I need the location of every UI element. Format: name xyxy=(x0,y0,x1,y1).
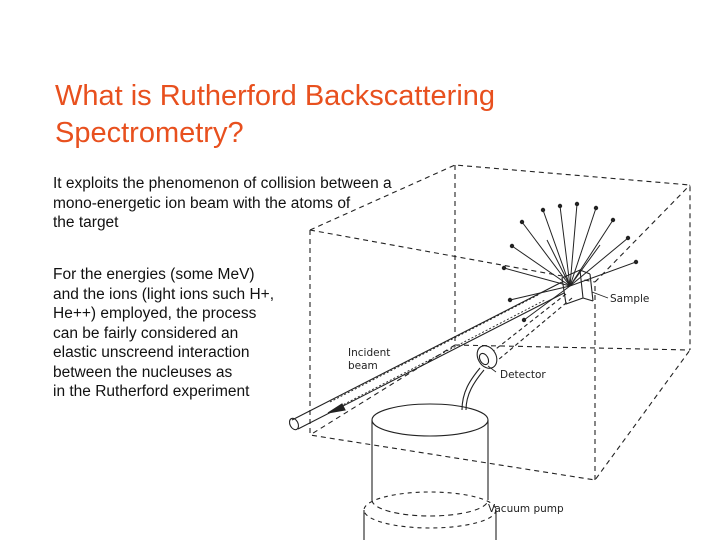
beam-arrow-icon xyxy=(327,403,346,414)
explanation-line: between the nucleuses as xyxy=(53,363,233,381)
explanation-line: can be fairly considered an xyxy=(53,324,239,342)
explanation-line: elastic unscreend interaction xyxy=(53,344,250,361)
incident-beam-tube xyxy=(288,281,567,431)
vacuum-pump-label: Vacuum pump xyxy=(488,503,564,515)
title-line-2: Spectrometry? xyxy=(55,117,244,149)
scattered-rays xyxy=(503,203,637,321)
explanation-line: in the Rutherford experiment xyxy=(53,383,250,400)
title-line-1: What is Rutherford Backscattering xyxy=(55,80,496,112)
incident-beam-label-1: Incident xyxy=(348,347,390,359)
intro-line: the target xyxy=(53,214,119,231)
explanation-line: For the energies (some MeV) xyxy=(53,266,255,283)
vacuum-chamber xyxy=(309,164,691,481)
ray-arrowheads xyxy=(501,201,639,323)
vacuum-pump-cylinder xyxy=(363,403,497,540)
explanation-line: and the ions (light ions such H+, xyxy=(53,285,275,303)
explanation-line: He++) employed, the process xyxy=(53,305,257,322)
sample-label: Sample xyxy=(610,293,649,305)
detector-label: Detector xyxy=(500,369,546,381)
intro-line: It exploits the phenomenon of collision … xyxy=(53,175,392,192)
intro-line: mono-energetic ion beam with the atoms o… xyxy=(53,194,351,212)
intro-paragraph: It exploits the phenomenon of collision … xyxy=(53,174,392,233)
incident-beam-label-2: beam xyxy=(348,360,378,372)
explanation-paragraph: For the energies (some MeV) and the ions… xyxy=(53,265,274,402)
detector xyxy=(461,293,573,411)
slide-title: What is Rutherford Backscattering Spectr… xyxy=(55,78,615,152)
